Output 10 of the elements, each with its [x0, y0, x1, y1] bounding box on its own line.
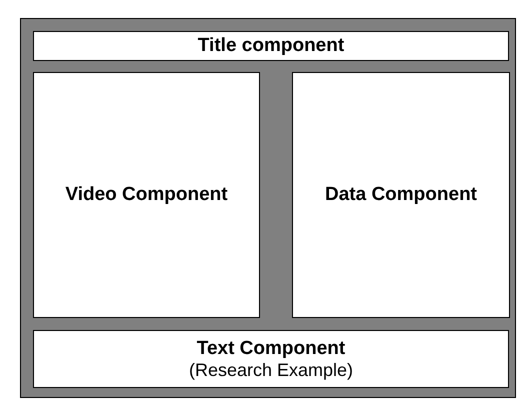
video-panel — [33, 72, 260, 318]
page-frame — [20, 18, 516, 398]
panel-subtitle: (Research Example) — [188, 360, 354, 380]
data-panel — [292, 72, 510, 318]
panel-heading: Title component — [198, 35, 344, 57]
panel-heading: Text Component — [196, 338, 346, 360]
title-panel — [33, 31, 509, 61]
panel-heading: Video Component — [65, 184, 228, 206]
text-panel — [33, 330, 509, 388]
panel-heading: Data Component — [325, 184, 477, 206]
